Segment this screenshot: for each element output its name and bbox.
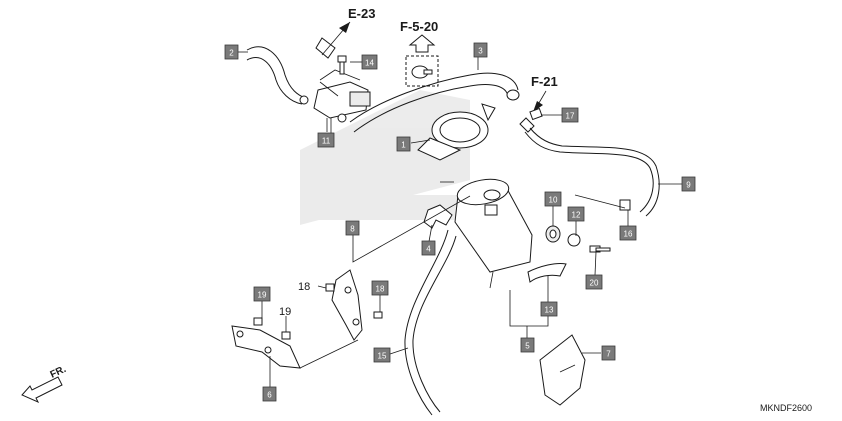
bolt-18-a [325, 283, 335, 292]
svg-text:1: 1 [401, 141, 406, 150]
part-4-elbow [423, 204, 453, 229]
callout-8: 8 [345, 220, 360, 236]
callout-15: 15 [373, 347, 391, 363]
ref-f21-arrowhead [533, 101, 543, 112]
ref-f520: F-5-20 [400, 19, 438, 34]
part-7-guard [539, 334, 586, 406]
part-2-hose [246, 37, 336, 105]
svg-text:12: 12 [572, 211, 581, 220]
callout-2: 2 [224, 44, 239, 60]
callout-17: 17 [561, 107, 579, 123]
svg-text:13: 13 [545, 306, 554, 315]
callout-7: 7 [601, 345, 616, 361]
part-15-hose [404, 229, 457, 416]
ref-f21: F-21 [531, 74, 558, 89]
ref-e23-arrowhead [339, 22, 350, 33]
part-5-canister [454, 178, 533, 289]
svg-text:10: 10 [549, 196, 558, 205]
callout-19: 19 [253, 286, 271, 302]
ref-e23: E-23 [348, 6, 375, 21]
callout-18: 18 [371, 280, 389, 296]
bolt-19-b [281, 331, 291, 340]
svg-text:8: 8 [350, 225, 355, 234]
part-1-bracket-ring [417, 103, 496, 161]
callout-6: 6 [262, 386, 277, 402]
part-17-clip [529, 107, 543, 121]
svg-text:7: 7 [606, 350, 611, 359]
svg-text:2: 2 [229, 49, 234, 58]
callout-5: 5 [520, 337, 535, 353]
callout-1: 1 [396, 136, 411, 152]
callout-13: 13 [540, 301, 558, 317]
part-20-bolt [589, 245, 611, 253]
svg-text:19: 19 [258, 291, 267, 300]
svg-text:16: 16 [624, 230, 633, 239]
part-clamp-f520 [405, 55, 439, 87]
front-arrow: FR. [21, 364, 68, 404]
svg-text:14: 14 [365, 59, 374, 68]
callout-16: 16 [619, 225, 637, 241]
part-13-band [527, 263, 567, 283]
svg-text:3: 3 [478, 47, 483, 56]
part-9-hose [519, 117, 660, 217]
part-10-grommet [545, 225, 561, 243]
callout-14: 14 [361, 54, 378, 70]
part-6-bracket [231, 325, 301, 369]
diagram-code: MKNDF2600 [760, 403, 812, 413]
part-11-solenoid-valve [299, 69, 371, 132]
part-8-bracket [331, 269, 363, 341]
part-3-hose [349, 72, 520, 133]
svg-text:9: 9 [686, 181, 691, 190]
callout-10: 10 [544, 191, 562, 207]
svg-text:18: 18 [376, 285, 385, 294]
front-arrow-label: FR. [49, 364, 68, 381]
svg-text:20: 20 [590, 279, 599, 288]
svg-text:15: 15 [378, 352, 387, 361]
svg-text:4: 4 [426, 245, 431, 254]
front-arrow-icon [21, 376, 63, 404]
label-18-plain: 18 [298, 281, 310, 293]
label-19-plain: 19 [279, 306, 291, 318]
part-16-clip [619, 199, 631, 211]
svg-text:17: 17 [566, 112, 575, 121]
callout-9: 9 [681, 176, 696, 192]
bolt-18-b [373, 311, 383, 319]
callout-20: 20 [585, 274, 603, 290]
svg-text:6: 6 [267, 391, 272, 400]
callout-11: 11 [317, 132, 335, 148]
svg-text:11: 11 [322, 137, 331, 146]
svg-text:5: 5 [525, 342, 530, 351]
ref-f520-up-arrow-icon [408, 34, 436, 53]
callout-3: 3 [473, 42, 488, 58]
callout-4: 4 [421, 240, 436, 256]
bolt-19-a [253, 317, 263, 326]
callout-12: 12 [567, 206, 585, 222]
part-12-washer [567, 233, 581, 247]
part-14-bolt [337, 55, 347, 75]
